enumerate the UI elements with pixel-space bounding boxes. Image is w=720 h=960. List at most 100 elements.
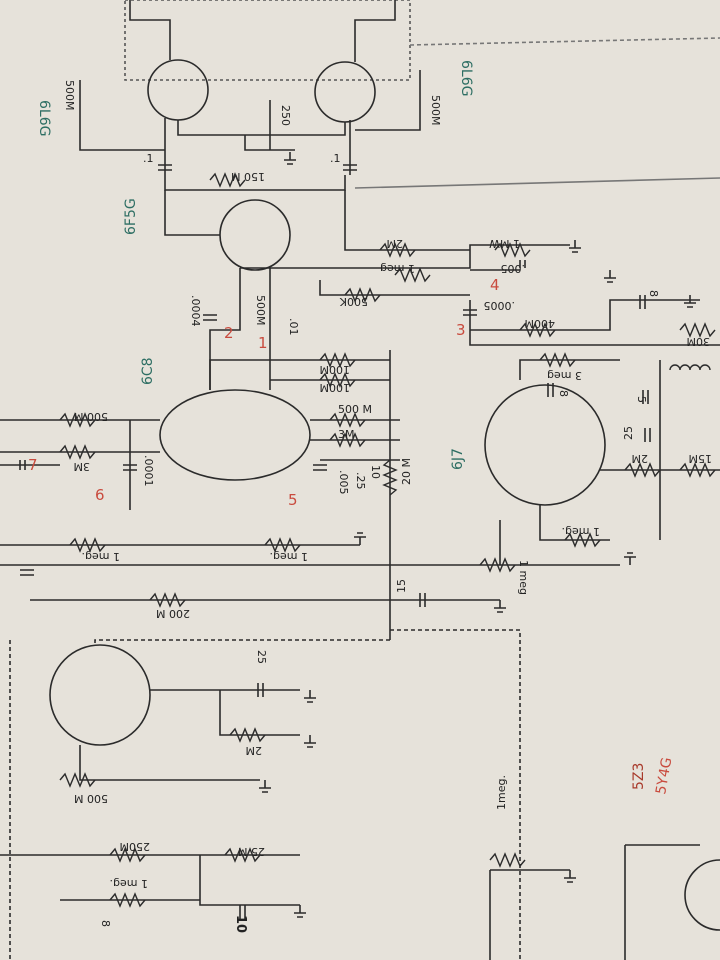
shield-box [124,0,411,81]
resistor-500k [344,287,381,303]
shield-lead [390,629,521,960]
lbl-r-top-right: 500M [429,95,442,126]
wire [79,745,260,781]
resistor-200m [149,592,186,608]
lbl-c-8a: 8 [557,390,570,397]
resistor-1meg-b [69,537,106,553]
choke-coil [669,364,711,371]
capacitor-0001 [123,464,137,471]
capacitor-5 [642,390,649,404]
phase-stage [0,268,620,640]
lbl-c-8b: 8 [647,290,660,297]
lbl-r-500k: 500K [339,295,368,308]
label-6j7: 6J7 [450,448,466,470]
lbl-c-005b: .005 [337,470,350,495]
wire [79,80,165,151]
resistor-1meg-g [489,852,526,868]
capacitor-005 [519,260,526,268]
lbl-r-500m-c: 500 M [338,403,372,416]
lbl-r-15m: 15M [689,452,713,465]
wire [209,359,390,390]
ground-icon [624,552,636,565]
lbl-r-1meg-g: 1meg. [495,775,508,810]
lbl-c-25b: 25 [622,426,635,440]
capacitor-1a [158,164,172,171]
label-5y4g: 5Y4G [653,756,675,795]
red-mark-3: 3 [456,321,466,339]
lbl-r-500m-a: 500M [254,295,267,326]
lbl-r-2m-c: 2M [246,744,263,757]
lbl-r-1meg-c: 1 meg. [270,550,308,563]
ground-icon [569,240,581,253]
resistor-25m [224,847,261,863]
label-6l6g-right: 6L6G [458,60,474,96]
capacitor-1b [343,164,357,171]
wire [470,299,700,331]
resistor-500m-c [329,412,366,428]
ground-icon [604,270,616,283]
red-mark-1: 1 [258,334,268,352]
capacitor-25c [257,683,264,697]
ground-icon [304,735,316,748]
lbl-r-500m-d: 500 M [74,792,108,805]
lbl-r-3m: 3M [74,460,91,473]
component-labels: 500M 500M 250 150 M .1 .1 2M 1 MW 1 meg … [63,80,712,933]
right-border-line [354,177,720,189]
lbl-r-250m: 250M [120,840,151,853]
ground-icon [259,780,271,793]
lbl-r-20m: 20 M [400,458,413,485]
ground-icon [284,152,296,165]
tube-6j7 [484,384,606,506]
wire [177,120,346,136]
ground-icon [494,600,506,613]
resistor-1meg-e [479,557,516,573]
wire [319,280,470,296]
red-mark-7: 7 [28,456,38,474]
ground-icon [354,532,366,545]
label-6l6g-left: 6L6G [36,100,52,136]
tube-lower [49,644,151,746]
label-6f5g: 6F5G [123,198,139,235]
wire [164,190,220,236]
lbl-c-25a: .25 [354,472,367,490]
resistor-30m [679,322,716,338]
lbl-r-1meg-f: 1 meg. [110,877,148,890]
capacitor-lower-left [20,569,34,576]
resistor-500m [59,412,96,428]
resistor-3m [59,444,96,460]
bottom-stage [0,629,720,960]
resistor-100m-b [319,372,356,388]
lbl-c-8c: 8 [99,920,112,927]
resistor-2m-b [624,462,661,478]
capacitors [19,164,651,919]
resistor-100m [319,352,356,368]
wire [219,690,300,736]
lbl-c-10b: 10 [233,915,248,933]
lbl-r-30m: 30M [687,335,711,348]
lbl-c-01: .01 [287,318,300,336]
shield-lead [94,639,390,645]
driver-stage [164,175,570,296]
lbl-c-0004: .0004 [189,295,202,327]
lbl-r-400m: 400M [525,317,556,330]
lbl-r-2m-b: 2M [632,452,649,465]
label-5z3: 5Z3 [631,763,647,790]
red-mark-4: 4 [490,276,500,294]
lbl-r-250: 250 [279,105,292,126]
resistor-1meg-d [564,532,601,548]
ground-icon [294,905,306,918]
lbl-r-100m-b: 100M [320,381,351,394]
ground-icon [304,690,316,703]
lbl-r-1meg-a: 1 meg [380,262,415,275]
capacitor-0004 [203,314,217,321]
lbl-r-100m-a: 100M [320,363,351,376]
capacitor-15 [419,593,426,607]
resistor-20m [382,459,398,496]
lbl-c-1a: .1 [143,152,154,165]
lbl-r-1mw: 1 MW [489,237,520,250]
resistor-2m [379,242,416,258]
lbl-c-0005: .0005 [484,299,516,312]
tube-5z3-partial [684,859,720,931]
lbl-c-25c: 25 [255,650,268,664]
